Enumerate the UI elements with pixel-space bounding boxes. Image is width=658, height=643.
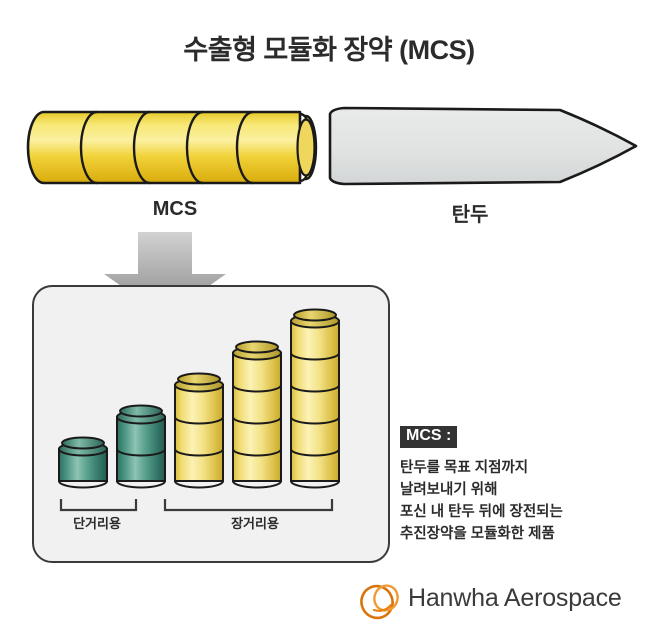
assembly-illustration (26, 106, 638, 186)
description-lines: 탄두를 목표 지점까지 날려보내기 위해 포신 내 탄두 뒤에 장전되는 추진장… (400, 457, 650, 546)
description-line-1: 탄두를 목표 지점까지 (400, 459, 529, 476)
warhead-body (328, 106, 638, 186)
assembly-label-warhead: 탄두 (451, 204, 489, 226)
stack-long-5 (290, 308, 340, 489)
logo-text: Hanwha Aerospace (408, 584, 622, 612)
description-line-4: 추진장약을 모듈화한 제품 (400, 526, 555, 543)
description-block: MCS : 탄두를 목표 지점까지 날려보내기 위해 포신 내 탄두 뒤에 장전… (400, 426, 650, 545)
description-line-3: 포신 내 탄두 뒤에 장전되는 (400, 504, 563, 521)
brand-logo: Hanwha Aerospace (360, 578, 646, 626)
down-arrow-icon (104, 232, 226, 317)
group-label-long-range: 장거리용 (231, 516, 279, 531)
hanwha-logo-icon (360, 584, 399, 620)
stack-long-4 (232, 340, 282, 489)
bracket-long-range (163, 499, 334, 512)
bracket-short-range (59, 499, 138, 512)
mcs-body (26, 110, 318, 185)
module-stack-chart (58, 308, 340, 512)
group-label-short-range: 단거리용 (73, 516, 121, 531)
stack-long-3 (174, 372, 224, 489)
page-title: 수출형 모듈화 장약 (MCS) (183, 35, 475, 65)
assembly-label-mcs: MCS (152, 198, 198, 220)
status-badge: MCS : (400, 426, 458, 448)
description-line-2: 날려보내기 위해 (400, 481, 498, 498)
stack-short-1 (58, 436, 108, 489)
stack-short-2 (116, 404, 166, 489)
